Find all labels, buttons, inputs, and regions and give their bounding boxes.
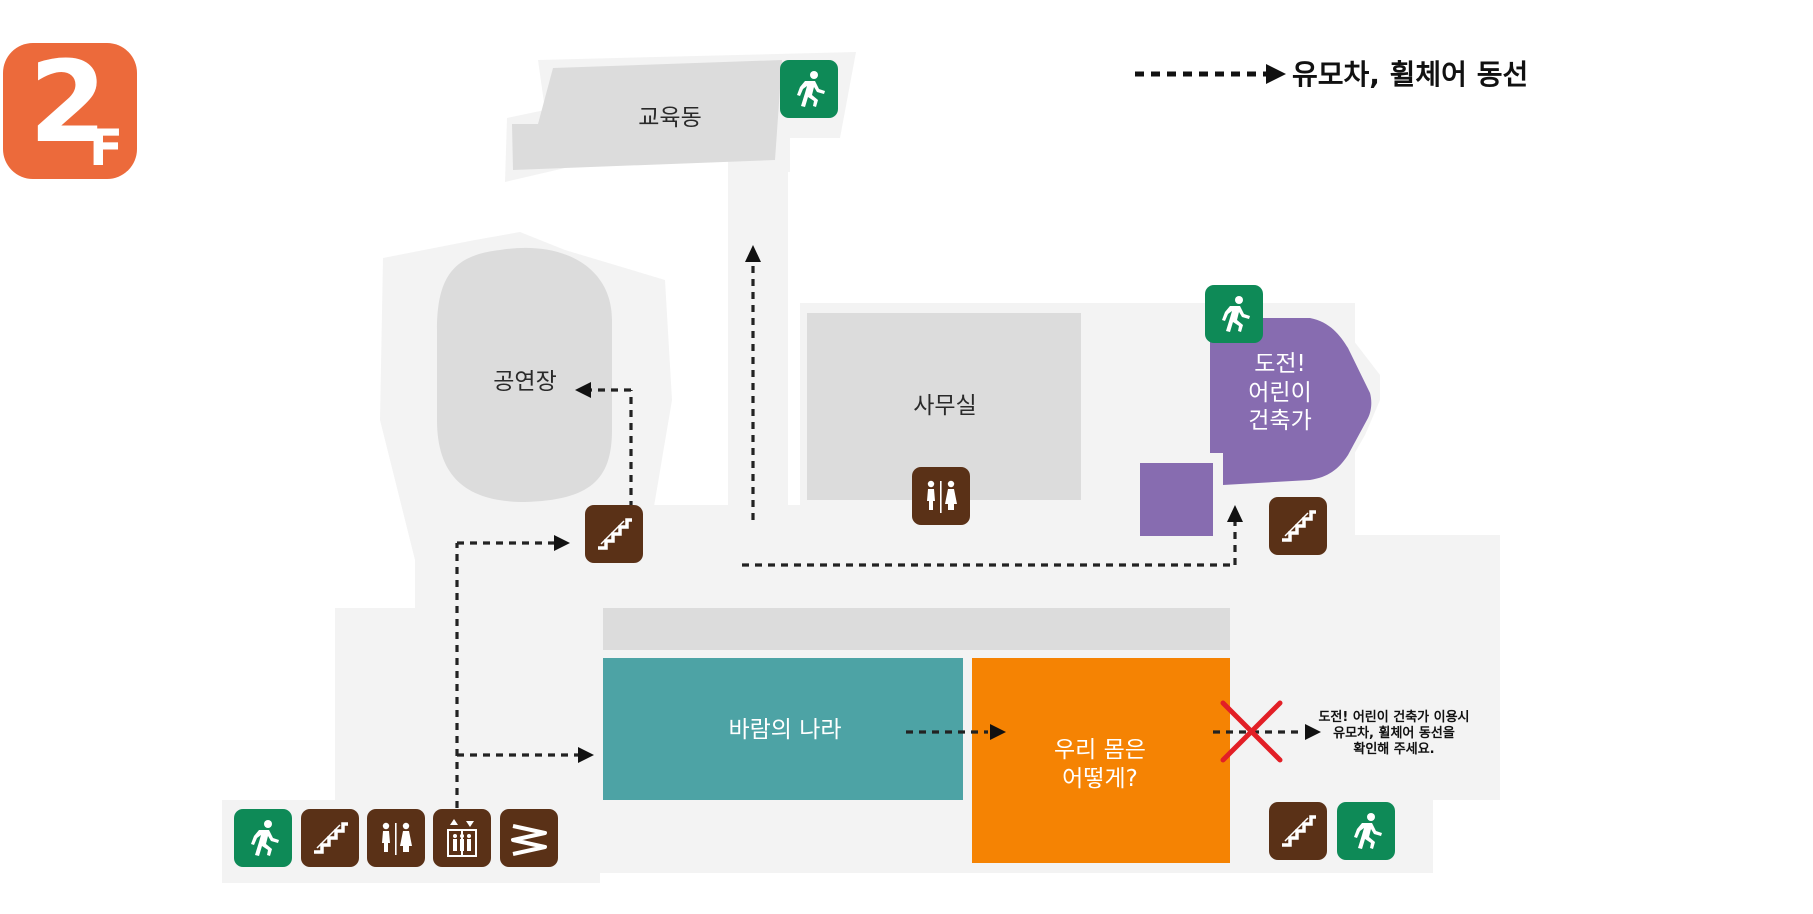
legend-route-sample bbox=[1135, 64, 1286, 84]
floor-number: 2 bbox=[29, 43, 107, 168]
floor-badge: 2 F bbox=[3, 43, 137, 179]
stairs-icon bbox=[1269, 802, 1327, 860]
arrowhead bbox=[578, 747, 594, 763]
education-room-label: 교육동 bbox=[638, 104, 702, 131]
ramp-icon bbox=[500, 809, 558, 867]
accessibility-note: 도전! 어린이 건축가 이용시 유모차, 휠체어 동선을 확인해 주세요. bbox=[1318, 710, 1470, 757]
wind-room-label: 바람의 나라 bbox=[728, 716, 842, 743]
stairs-icon bbox=[585, 505, 643, 563]
blocked-x-icon bbox=[1220, 700, 1283, 763]
elevator-icon bbox=[433, 809, 491, 867]
stairs-icon bbox=[1269, 497, 1327, 555]
corridor-north bbox=[728, 150, 788, 510]
emergency-exit-icon bbox=[234, 809, 292, 867]
restroom-icon bbox=[367, 809, 425, 867]
arrowhead bbox=[990, 724, 1006, 740]
theater-room-label: 공연장 bbox=[493, 368, 557, 395]
floor-suffix: F bbox=[89, 119, 124, 177]
arrowhead bbox=[1227, 505, 1243, 522]
emergency-exit-icon bbox=[1205, 285, 1263, 343]
emergency-exit-icon bbox=[780, 60, 838, 118]
legend-label: 유모차, 휠체어 동선 bbox=[1292, 58, 1529, 91]
arrowhead bbox=[745, 245, 761, 262]
accessible-route bbox=[455, 262, 1303, 808]
restroom-icon bbox=[912, 467, 970, 525]
exhibition-corridor-strip bbox=[603, 608, 1230, 650]
stairs-icon bbox=[301, 809, 359, 867]
challenge-room-annex bbox=[1140, 463, 1213, 536]
office-room-label: 사무실 bbox=[913, 392, 977, 419]
body-room-label: 우리 몸은 어떻게? bbox=[1054, 737, 1146, 792]
emergency-exit-icon bbox=[1337, 802, 1395, 860]
challenge-room-label: 도전! 어린이 건축가 bbox=[1248, 350, 1312, 435]
arrowhead bbox=[554, 535, 570, 551]
